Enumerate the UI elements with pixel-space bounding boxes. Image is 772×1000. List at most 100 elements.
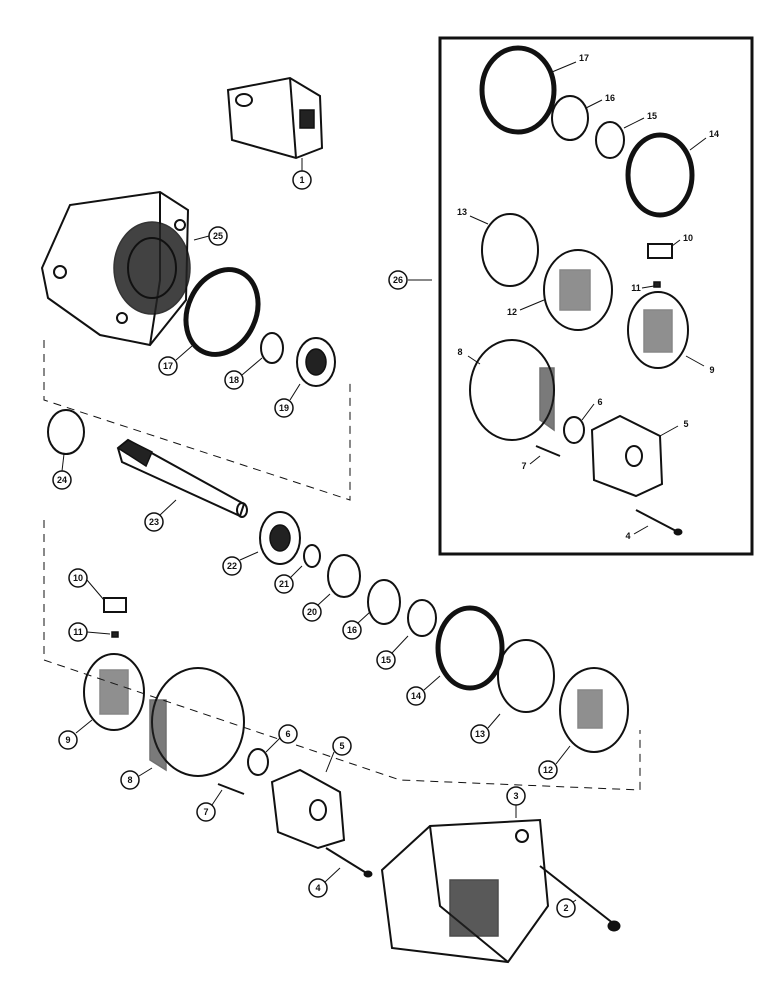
bearing-part-22 (259, 511, 301, 565)
callout-18: 18 (224, 370, 244, 390)
callout-13-lower: 13 (470, 724, 490, 744)
svg-text:25: 25 (213, 231, 223, 241)
bolt-part-2 (539, 865, 621, 932)
front-housing-part-25 (40, 190, 191, 347)
callout-6-lower: 6 (278, 724, 298, 744)
svg-text:11: 11 (73, 627, 83, 637)
svg-text:13: 13 (457, 207, 467, 217)
callout-6-inset: 6 (597, 397, 602, 407)
rotor-part-9-inset (627, 291, 689, 369)
callout-1: 1 (292, 170, 312, 190)
svg-text:14: 14 (411, 691, 421, 701)
callout-14-inset: 14 (709, 129, 719, 139)
svg-text:8: 8 (127, 775, 132, 785)
ring-part-21 (303, 544, 321, 568)
bushing-part-6-lower (247, 748, 269, 776)
svg-text:8: 8 (457, 347, 462, 357)
cam-ring-part-8-inset (469, 339, 555, 441)
svg-text:9: 9 (709, 365, 714, 375)
callout-4-lower: 4 (308, 878, 328, 898)
callout-5-inset: 5 (683, 419, 688, 429)
svg-text:26: 26 (393, 275, 403, 285)
end-plate-part-12-lower (559, 667, 629, 753)
spring-part-11-lower (111, 631, 119, 638)
svg-text:5: 5 (683, 419, 688, 429)
callout-3: 3 (506, 786, 526, 806)
pump-assembly-part-1 (226, 76, 324, 170)
callout-8-lower: 8 (120, 770, 140, 790)
o-ring-part-15-inset (595, 121, 625, 159)
svg-text:6: 6 (285, 729, 290, 739)
svg-text:19: 19 (279, 403, 289, 413)
callout-17-inset: 17 (579, 53, 589, 63)
svg-text:17: 17 (579, 53, 589, 63)
svg-text:15: 15 (647, 111, 657, 121)
callout-20: 20 (302, 602, 322, 622)
svg-text:10: 10 (73, 573, 83, 583)
callout-7-lower: 7 (196, 802, 216, 822)
callout-16-lower: 16 (342, 620, 362, 640)
plate-part-5-inset (590, 414, 664, 498)
bolt-part-4-inset (635, 509, 683, 536)
callout-12-lower: 12 (538, 760, 558, 780)
callout-13-inset: 13 (457, 207, 467, 217)
svg-text:20: 20 (307, 607, 317, 617)
rotor-part-9-lower (83, 653, 145, 731)
svg-text:23: 23 (149, 517, 159, 527)
svg-text:18: 18 (229, 375, 239, 385)
o-ring-part-14-inset (625, 132, 695, 218)
snap-ring-part-13-lower (497, 639, 555, 713)
callout-10-lower: 10 (68, 568, 88, 588)
svg-text:9: 9 (65, 735, 70, 745)
callout-2: 2 (556, 898, 577, 918)
ring-part-18-lower (367, 579, 401, 625)
callout-17-lower: 17 (158, 356, 178, 376)
callout-21: 21 (274, 574, 294, 594)
shaft-part-23 (116, 438, 248, 518)
o-ring-part-14-lower (435, 605, 505, 691)
callout-7-inset: 7 (521, 461, 526, 471)
callout-22: 22 (222, 556, 242, 576)
shaft-group-boundary (43, 340, 351, 501)
callout-10-inset: 10 (683, 233, 693, 243)
vane-part-10-lower (103, 597, 127, 613)
vane-part-10-inset (647, 243, 673, 259)
callout-11-inset: 11 (631, 283, 641, 293)
svg-text:15: 15 (381, 655, 391, 665)
o-ring-part-15-lower (407, 599, 437, 637)
svg-text:7: 7 (521, 461, 526, 471)
rear-housing-part-3 (380, 818, 550, 964)
callout-8-inset: 8 (457, 347, 462, 357)
callout-5-lower: 5 (332, 736, 352, 756)
washer-part-24 (47, 409, 85, 455)
kit-inset-frame (438, 36, 754, 556)
cam-ring-part-8-lower (149, 667, 245, 777)
end-plate-part-12-inset (543, 249, 613, 331)
callout-12-inset: 12 (507, 307, 517, 317)
svg-text:11: 11 (631, 283, 641, 293)
callout-15-inset: 15 (647, 111, 657, 121)
svg-text:3: 3 (513, 791, 518, 801)
callout-19: 19 (274, 398, 294, 418)
svg-text:13: 13 (475, 729, 485, 739)
svg-text:6: 6 (597, 397, 602, 407)
callout-15-lower: 15 (376, 650, 396, 670)
pin-part-7-lower (217, 783, 245, 795)
svg-text:1: 1 (299, 175, 304, 185)
svg-text:7: 7 (203, 807, 208, 817)
callout-14-lower: 14 (406, 686, 426, 706)
svg-text:10: 10 (683, 233, 693, 243)
callout-4-inset: 4 (625, 531, 630, 541)
o-ring-part-17-lower (183, 267, 261, 357)
callout-23: 23 (144, 512, 164, 532)
bearing-part-18-lower (260, 332, 284, 364)
callout-26: 26 (388, 270, 408, 290)
bushing-part-6-inset (563, 416, 585, 444)
svg-text:4: 4 (625, 531, 630, 541)
svg-text:22: 22 (227, 561, 237, 571)
svg-text:24: 24 (57, 475, 67, 485)
svg-text:17: 17 (163, 361, 173, 371)
svg-text:16: 16 (605, 93, 615, 103)
svg-text:5: 5 (339, 741, 344, 751)
plate-part-5-lower (270, 768, 346, 850)
